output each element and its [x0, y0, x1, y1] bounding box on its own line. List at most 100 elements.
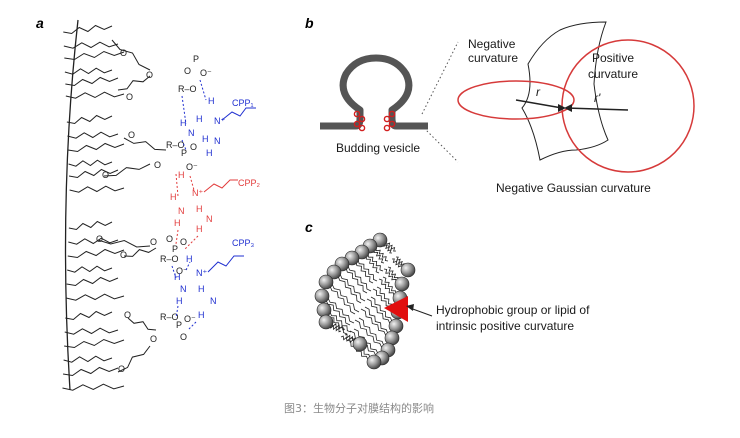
r-vector [515, 99, 563, 109]
saddle-surface [521, 21, 609, 161]
lipid-tail [67, 248, 125, 259]
glycerol-linker [111, 39, 151, 71]
membrane-boundary [64, 19, 79, 391]
svg-text:O: O [102, 170, 109, 180]
lipid-chain [340, 335, 355, 343]
budding-vesicle-label: Budding vesicle [336, 141, 420, 155]
svg-text:H: H [208, 96, 215, 106]
lipid-tail [64, 338, 125, 349]
svg-text:O: O [150, 334, 157, 344]
saddle-diagram: r r' Negative curvature Positive curvatu… [457, 21, 695, 195]
lipid-chain [382, 276, 397, 295]
svg-text:N⁺: N⁺ [214, 116, 225, 126]
lipid-chain [346, 339, 369, 361]
lipid-tail [65, 76, 119, 87]
svg-text:O: O [128, 130, 135, 140]
svg-text:R–O: R–O [166, 140, 185, 150]
svg-text:R–O: R–O [160, 254, 179, 264]
lipid-chain [358, 317, 385, 347]
svg-text:O: O [124, 310, 131, 320]
lipid-chain [327, 297, 355, 324]
cpp3-label: CPP₃ [232, 238, 255, 248]
lipid-tail [65, 91, 125, 99]
svg-text:O⁻: O⁻ [186, 162, 198, 172]
negative-curvature-label-1: Negative [468, 37, 516, 51]
svg-text:N: N [180, 284, 187, 294]
lipid-tail [67, 131, 119, 139]
svg-text:H: H [186, 254, 193, 264]
guanidinium-3: H N⁺ H N H N H H CPP₃ [174, 238, 255, 320]
panel-b-letter: b [305, 15, 314, 31]
budding-vesicle-diagram: Budding vesicle [320, 41, 459, 163]
lipid-tail [68, 237, 119, 245]
svg-text:P: P [172, 244, 178, 254]
lipid-chain [375, 247, 389, 262]
r-arrowhead [558, 104, 566, 112]
svg-text:H: H [170, 192, 177, 202]
svg-text:O: O [180, 237, 187, 247]
lipid-tail [68, 159, 113, 167]
svg-text:N: N [188, 128, 195, 138]
lipid-tail [63, 41, 119, 49]
panel-c-letter: c [305, 219, 313, 235]
svg-text:H: H [202, 134, 209, 144]
lipid-tail [64, 327, 119, 335]
svg-text:N: N [178, 206, 185, 216]
svg-text:H: H [178, 170, 185, 180]
zoom-line-bottom [423, 127, 459, 163]
lipid-tail [62, 366, 119, 377]
glycerol-linker [103, 163, 151, 177]
lipid-tail [64, 67, 113, 75]
svg-text:O: O [146, 70, 153, 80]
lipid-chain [329, 311, 352, 333]
lipid-chain [345, 267, 368, 294]
positive-curvature-label-1: Positive [592, 51, 634, 65]
lipid-head [318, 274, 334, 290]
lipid-chain [395, 256, 405, 267]
positive-curvature-lipid-wedge [384, 296, 408, 322]
lipid-head [394, 276, 410, 292]
lipid-tail [67, 142, 125, 153]
lipid-chain [329, 285, 356, 315]
svg-text:R–O: R–O [178, 84, 197, 94]
lipid-tail [63, 24, 113, 35]
lipid-chain [383, 268, 397, 283]
lipid-chain [360, 308, 387, 337]
lipid-tail [63, 355, 113, 363]
svg-text:O: O [180, 332, 187, 342]
svg-text:H: H [174, 272, 181, 282]
lipid-chain [331, 323, 346, 331]
lipid-tail [65, 293, 125, 301]
panel-a-structure [62, 19, 167, 391]
svg-text:N⁺: N⁺ [192, 188, 203, 198]
lipid-chain [364, 306, 389, 335]
lipid-tail [68, 220, 113, 231]
lipid-chain [387, 266, 399, 280]
panel-a-letter: a [36, 15, 44, 31]
svg-text:H: H [198, 310, 205, 320]
svg-text:H: H [196, 114, 203, 124]
lipid-chain [337, 275, 362, 304]
svg-text:N: N [214, 136, 221, 146]
lipid-chain [366, 298, 391, 325]
lipid-chain [354, 319, 383, 349]
svg-text:O⁻: O⁻ [176, 266, 188, 276]
hydrogen-bonds [171, 79, 207, 331]
lipid-chain [378, 278, 395, 297]
negative-curvature-ellipse [457, 80, 575, 120]
lipid-chain [376, 286, 395, 309]
lipid-chain [383, 243, 393, 254]
lipid-head [316, 302, 332, 318]
r-label: r [536, 85, 541, 99]
lipid-tail [69, 185, 125, 193]
lipid-chain [331, 283, 360, 313]
svg-text:H: H [198, 284, 205, 294]
lipid-head [352, 336, 368, 352]
cpp1-label: CPP₁ [232, 98, 254, 108]
guanidinium-2: H N⁺ H N H N H H CPP₂ [170, 170, 261, 234]
lipid-head [326, 264, 342, 280]
svg-text:N: N [210, 296, 217, 306]
svg-text:H: H [174, 218, 181, 228]
lipid-chain [347, 265, 372, 292]
